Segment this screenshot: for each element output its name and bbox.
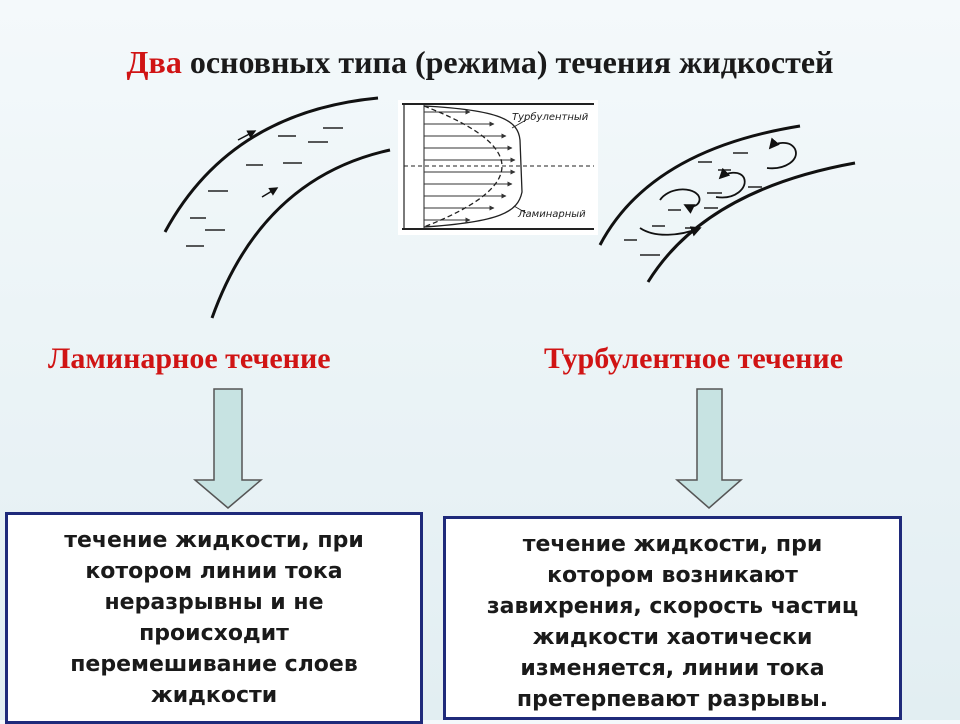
turbulent-definition-line: изменяется, линии тока (520, 656, 825, 681)
title-accent: Два (126, 44, 182, 80)
turbulent-definition-line: жидкости хаотически (532, 625, 813, 650)
slide-title: Два основных типа (режима) течения жидко… (0, 44, 960, 81)
turbulent-definition-line: завихрения, скорость частиц (486, 594, 859, 619)
laminar-flow-arrow-2 (261, 187, 279, 198)
laminar-pipe-outer-wall (163, 96, 379, 233)
turbulent-pipe-diagram (598, 124, 856, 283)
turbulent-flow-label: Турбулентное течение (544, 342, 844, 375)
laminar-definition-line: происходит (139, 621, 289, 646)
turbulent-profile-curve (423, 105, 523, 228)
turbulent-definition-line: течение жидкости, при (522, 532, 823, 557)
turbulent-down-arrow (675, 388, 743, 509)
turbulent-definition-box: течение жидкости, при котором возникают … (443, 516, 902, 720)
turbulent-profile-label: Турбулентный (512, 111, 589, 123)
laminar-down-arrow (192, 388, 264, 509)
velocity-profile-diagram: Турбулентный Ламинарный (398, 100, 598, 235)
laminar-streamlines (186, 127, 343, 247)
laminar-definition-line: котором линии тока (85, 559, 343, 584)
laminar-pipe-diagram (163, 96, 391, 319)
laminar-flow-arrow-1 (237, 130, 257, 141)
turbulent-eddies (639, 137, 797, 237)
laminar-pipe-inner-wall (210, 148, 391, 319)
turbulent-pipe-outer-wall (598, 124, 801, 246)
turbulent-label-leader (511, 119, 527, 129)
laminar-definition-line: течение жидкости, при (64, 528, 364, 553)
title-rest: основных типа (режима) течения жидкостей (181, 44, 834, 80)
laminar-label-leader (513, 205, 527, 214)
laminar-profile-label: Ламинарный (517, 209, 586, 220)
turbulent-definition-line: котором возникают (547, 563, 798, 588)
profile-velocity-arrows (424, 109, 516, 223)
turbulent-pipe-inner-wall (646, 161, 856, 283)
laminar-flow-label: Ламинарное течение (48, 342, 331, 375)
laminar-definition-line: перемешивание слоев (70, 652, 358, 677)
laminar-definition-line: неразрывны и не (104, 590, 324, 615)
turbulent-dashes (624, 152, 762, 256)
laminar-definition-line: жидкости (150, 683, 278, 708)
turbulent-definition-line: претерпевают разрывы. (516, 687, 829, 712)
laminar-profile-curve (423, 105, 503, 228)
laminar-definition-box: течение жидкости, при котором линии тока… (5, 512, 423, 724)
